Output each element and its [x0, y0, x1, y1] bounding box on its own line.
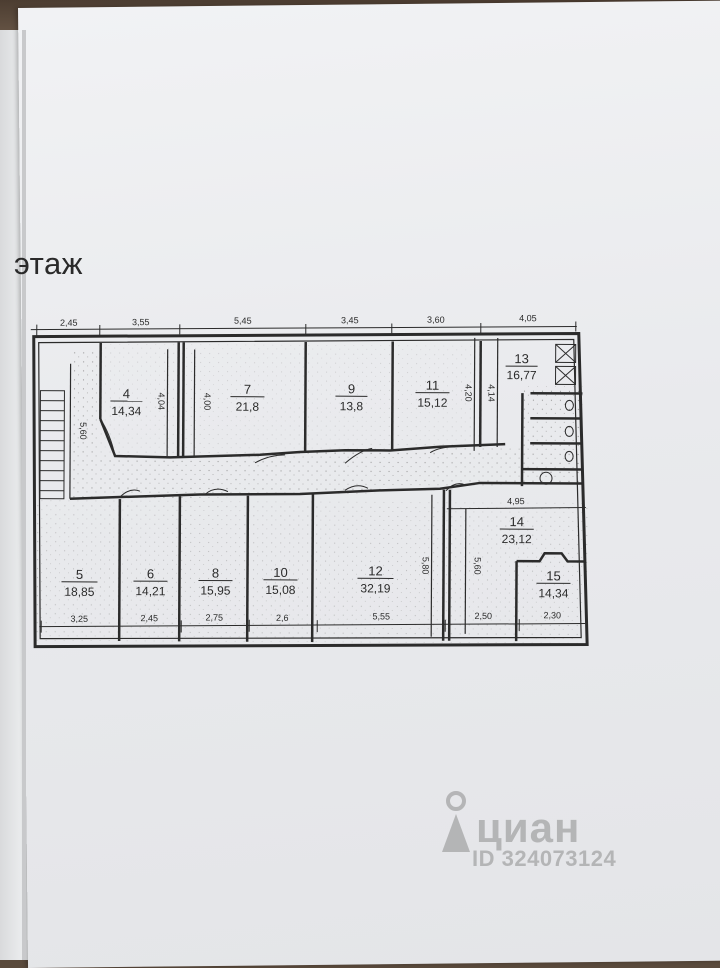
dim-vertical: 5,60	[473, 557, 483, 575]
dim-top: 2,45	[60, 318, 78, 328]
room-number: 4	[123, 386, 130, 401]
room-area: 13,8	[340, 399, 364, 413]
dim-top: 3,55	[132, 317, 150, 327]
staircase	[40, 391, 65, 499]
room-area: 16,77	[506, 368, 536, 382]
dim-bottom: 2,50	[474, 611, 492, 621]
room-area: 14,21	[135, 584, 165, 598]
dim-top: 4,05	[519, 313, 537, 323]
room-area: 14,34	[538, 586, 568, 600]
dim-bottom: 2,75	[205, 613, 223, 623]
dim-vertical: 4,00	[202, 393, 212, 411]
dim-vertical: 5,60	[78, 422, 88, 440]
room-area: 23,12	[502, 532, 532, 546]
dim-vertical: 4,04	[156, 392, 166, 410]
dim-bottom: 2,6	[276, 613, 289, 623]
room-number: 14	[510, 514, 525, 529]
dim-top: 3,45	[341, 315, 359, 325]
room-number: 11	[426, 378, 440, 393]
room-number: 8	[212, 566, 219, 581]
room-area: 18,85	[64, 585, 94, 599]
room-area: 15,12	[417, 396, 447, 410]
dim-vertical: 5,80	[421, 557, 431, 575]
dim-vertical: 4,20	[463, 384, 473, 402]
room-area: 14,34	[111, 404, 141, 418]
room-label-13: 13 16,77	[506, 351, 538, 382]
room-number: 13	[514, 351, 529, 366]
dim-bottom: 5,55	[372, 611, 390, 621]
room-number: 12	[368, 563, 383, 578]
room-number: 6	[147, 566, 154, 581]
dim-bottom: 3,25	[70, 614, 88, 624]
dim-top: 3,60	[427, 315, 445, 325]
dim-bottom: 2,45	[140, 613, 158, 623]
room-number: 7	[244, 382, 251, 397]
dim-vertical: 4,14	[486, 384, 496, 402]
location-pin-icon	[436, 790, 476, 856]
room-area: 15,95	[200, 583, 230, 597]
watermark: циан ID 324073124	[436, 790, 696, 890]
room-area: 15,08	[265, 583, 295, 597]
watermark-brand: циан	[476, 804, 580, 852]
room-number: 10	[273, 565, 288, 580]
room-area: 32,19	[360, 581, 390, 595]
room-number: 15	[546, 568, 561, 583]
room-number: 9	[348, 381, 355, 396]
room-number: 5	[76, 567, 83, 582]
room-area: 21,8	[236, 400, 260, 414]
watermark-id: ID 324073124	[472, 846, 616, 872]
dim-bottom: 2,30	[544, 610, 562, 620]
dim-room14-width: 4,95	[507, 496, 525, 506]
dim-top: 5,45	[234, 316, 252, 326]
